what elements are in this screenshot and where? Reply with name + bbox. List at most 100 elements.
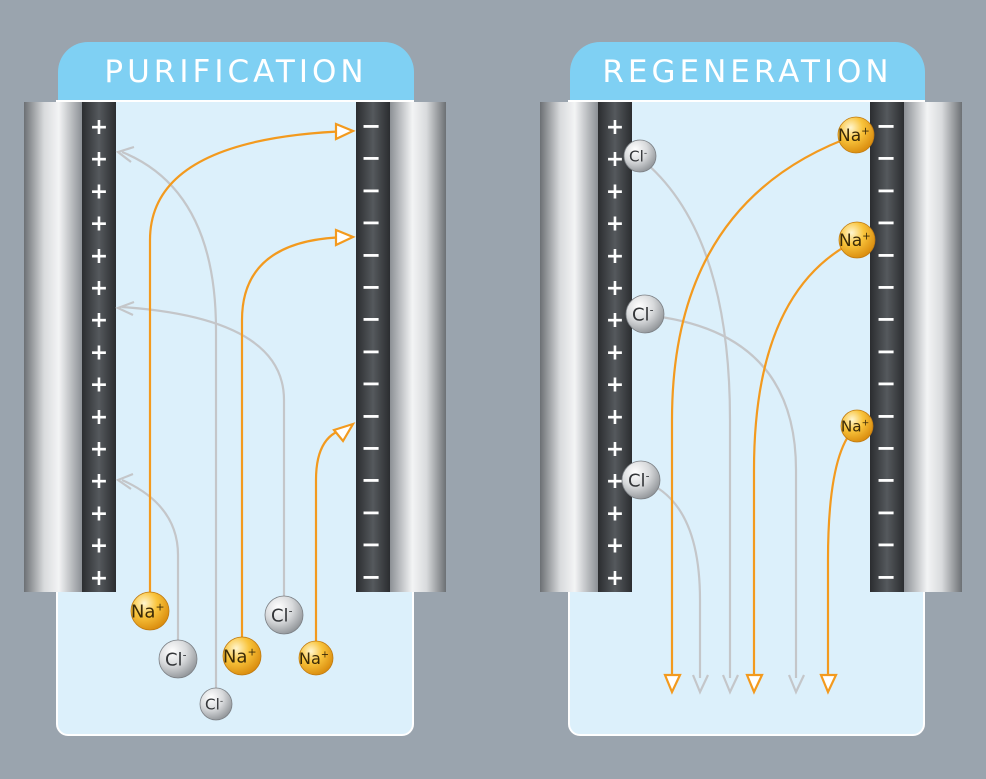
anion-path [639, 157, 732, 678]
arrow-head-icon [745, 673, 764, 695]
plus-sign-icon: + [90, 244, 108, 269]
anion-path [121, 305, 286, 612]
plus-sign-icon: + [606, 566, 624, 591]
minus-sign-icon: − [876, 176, 896, 204]
minus-sign-icon: − [876, 144, 896, 172]
minus-sign-icon: − [361, 531, 381, 559]
plus-sign-icon: + [90, 212, 108, 237]
minus-sign-icon: − [876, 402, 896, 430]
arrow-head-icon [332, 422, 356, 443]
ion-label: Cl- [205, 695, 223, 713]
chloride-ion: Cl- [621, 460, 661, 500]
cation-path [240, 235, 351, 656]
regeneration-positive-electrode [540, 102, 632, 592]
chloride-ion: Cl- [199, 687, 233, 721]
chloride-ion: Cl- [264, 595, 304, 635]
ion-label: Cl- [271, 604, 293, 626]
plus-sign-icon: + [90, 179, 108, 204]
plus-sign-icon: + [606, 405, 624, 430]
minus-sign-icon: − [361, 176, 381, 204]
plus-sign-icon: + [606, 340, 624, 365]
sodium-ion: Na+ [840, 409, 874, 443]
ion-label: Cl- [628, 469, 650, 491]
plus-sign-icon: + [606, 501, 624, 526]
minus-sign-icon: − [876, 273, 896, 301]
regeneration-ion-paths [639, 133, 858, 678]
cation-path [826, 425, 858, 678]
plus-sign-icon: + [606, 212, 624, 237]
minus-sign-icon: − [361, 402, 381, 430]
plus-sign-icon: + [606, 437, 624, 462]
arrow-head-icon [787, 674, 805, 695]
sodium-ion: Na+ [838, 221, 876, 259]
regeneration-arrow-heads [663, 673, 838, 695]
minus-sign-icon: − [361, 370, 381, 398]
plus-sign-icon: + [606, 276, 624, 301]
arrow-head-icon [115, 145, 135, 163]
sodium-ion: Na+ [222, 636, 262, 676]
anion-path [121, 150, 218, 700]
electrode-sign-marks: + + + + + + + + + + + + + + + − − − − − − − − − − − − − − − + + + + + + + + + +… [90, 112, 896, 591]
plus-sign-icon: + [90, 437, 108, 462]
chloride-ion: Cl- [158, 639, 198, 679]
minus-sign-icon: − [361, 112, 381, 140]
plus-sign-icon: + [606, 534, 624, 559]
plus-sign-icon: + [90, 534, 108, 559]
minus-sign-icon: − [876, 434, 896, 462]
ion-label: Cl- [632, 303, 654, 325]
plus-sign-icon: + [90, 147, 108, 172]
minus-sign-icon: − [876, 466, 896, 494]
anion-path [121, 478, 180, 658]
plus-sign-icon: + [606, 373, 624, 398]
minus-sign-icon: − [361, 273, 381, 301]
chloride-ion: Cl- [625, 294, 665, 334]
purification-positive-electrode [24, 102, 116, 592]
chloride-ion: Cl- [623, 139, 657, 173]
plus-sign-icon: + [90, 405, 108, 430]
ions-layer: Na+Cl-Na+Cl-Cl-Na+Cl-Cl-Cl-Na+Na+Na+ [130, 116, 876, 721]
minus-sign-icon: − [876, 370, 896, 398]
plus-sign-icon: + [606, 115, 624, 140]
minus-sign-icon: − [876, 241, 896, 269]
arrow-head-icon [663, 673, 682, 695]
minus-sign-icon: − [361, 434, 381, 462]
plus-sign-icon: + [90, 501, 108, 526]
ion-label: Cl- [629, 147, 647, 165]
regeneration-negative-electrode [870, 102, 962, 592]
purification-arrow-heads [115, 122, 356, 490]
cation-path [670, 133, 857, 678]
plus-sign-icon: + [90, 340, 108, 365]
minus-sign-icon: − [361, 305, 381, 333]
plus-sign-icon: + [90, 373, 108, 398]
arrow-head-icon [334, 228, 356, 247]
cation-path [314, 426, 351, 658]
cation-path [752, 239, 858, 678]
minus-sign-icon: − [876, 337, 896, 365]
plus-sign-icon: + [90, 469, 108, 494]
minus-sign-icon: − [361, 337, 381, 365]
plus-sign-icon: + [606, 179, 624, 204]
purification-negative-electrode [356, 102, 446, 592]
minus-sign-icon: − [876, 305, 896, 333]
plus-sign-icon: + [90, 308, 108, 333]
minus-sign-icon: − [876, 209, 896, 237]
minus-sign-icon: − [876, 531, 896, 559]
arrow-head-icon [691, 674, 709, 695]
anion-path [640, 478, 702, 678]
arrow-head-icon [334, 122, 356, 141]
sodium-ion: Na+ [130, 591, 170, 631]
cation-path [148, 129, 351, 610]
plus-sign-icon: + [606, 469, 624, 494]
minus-sign-icon: − [361, 563, 381, 591]
minus-sign-icon: − [361, 144, 381, 172]
plus-sign-icon: + [90, 566, 108, 591]
arrow-head-icon [115, 300, 135, 316]
minus-sign-icon: − [361, 241, 381, 269]
minus-sign-icon: − [876, 112, 896, 140]
plus-sign-icon: + [90, 276, 108, 301]
minus-sign-icon: − [361, 498, 381, 526]
arrow-head-icon [115, 472, 134, 490]
sodium-ion: Na+ [298, 640, 334, 676]
minus-sign-icon: − [361, 209, 381, 237]
